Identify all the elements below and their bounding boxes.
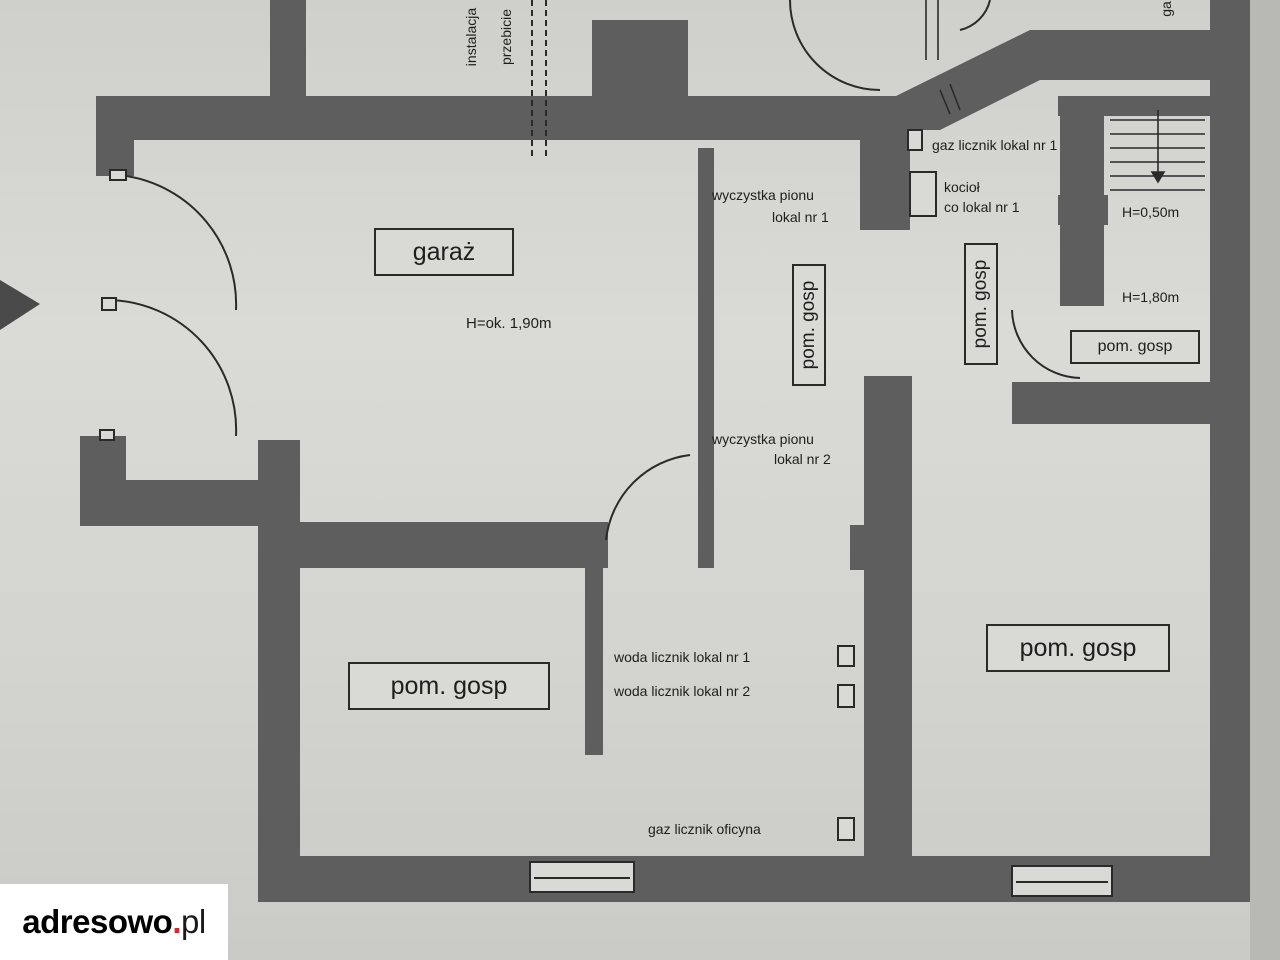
wall-right-outer bbox=[1210, 0, 1250, 860]
door-small-room bbox=[1011, 309, 1081, 379]
room-label-pom-gosp-right: pom. gosp bbox=[986, 624, 1170, 672]
wall-right-room-top bbox=[1012, 382, 1212, 424]
gas-meter-box-1 bbox=[907, 129, 923, 151]
wall-stair-top bbox=[1058, 96, 1218, 116]
wall-central bbox=[864, 376, 912, 856]
wall-west-lower bbox=[258, 440, 300, 860]
logo-name: adresowo bbox=[22, 903, 173, 940]
door-garage-lower bbox=[109, 299, 238, 437]
room-label-pom-gosp-corridor-1: pom. gosp bbox=[792, 264, 826, 386]
label-top-right: ga bbox=[1157, 1, 1174, 17]
door-top bbox=[789, 0, 881, 91]
door-top-right bbox=[959, 0, 991, 31]
wall-inner-partition bbox=[585, 560, 603, 755]
wall-top-main bbox=[96, 96, 896, 140]
room-label-pom-gosp-corridor-2: pom. gosp bbox=[964, 243, 998, 365]
annotation-woda-licznik-2: woda licznik lokal nr 2 bbox=[614, 683, 751, 699]
wall-left-bottom bbox=[80, 480, 258, 526]
gas-meter-box-oficyna bbox=[837, 817, 855, 841]
water-meter-box-2 bbox=[837, 684, 855, 708]
logo-dot: . bbox=[172, 903, 182, 940]
wall-mid-horizontal bbox=[258, 522, 608, 568]
label-przebicie: przebicie bbox=[498, 8, 515, 66]
annotation-height-stairs: H=0,50m bbox=[1122, 204, 1180, 220]
pipe-installation bbox=[531, 0, 547, 160]
annotation-kociol-2: co lokal nr 1 bbox=[944, 199, 1020, 215]
page-edge-shadow bbox=[1250, 0, 1280, 960]
boiler-box bbox=[909, 171, 937, 217]
doors bbox=[109, 0, 1081, 541]
wall-left-upper bbox=[96, 96, 134, 176]
entrance-arrow bbox=[0, 280, 40, 330]
label-instalacja: instalacja bbox=[463, 7, 480, 67]
annotation-wyczystka-1b: lokal nr 1 bbox=[772, 209, 829, 225]
wall-diagonal bbox=[896, 30, 1220, 130]
wall-corridor-thin bbox=[698, 148, 714, 568]
annotation-gaz-licznik-lokal-1: gaz licznik lokal nr 1 bbox=[932, 137, 1058, 153]
door-corridor bbox=[605, 454, 691, 541]
annotation-wyczystka-2b: lokal nr 2 bbox=[774, 451, 831, 467]
room-label-pom-gosp-small: pom. gosp bbox=[1070, 330, 1200, 364]
wall-top-stub-1 bbox=[270, 0, 306, 100]
annotation-woda-licznik-1: woda licznik lokal nr 1 bbox=[614, 649, 751, 665]
annotation-height-small: H=1,80m bbox=[1122, 289, 1180, 305]
annotation-gaz-licznik-oficyna: gaz licznik oficyna bbox=[648, 821, 761, 837]
room-label-garaz: garaż bbox=[374, 228, 514, 276]
annotation-wyczystka-1a: wyczystka pionu bbox=[712, 187, 814, 203]
room-label-pom-gosp-left: pom. gosp bbox=[348, 662, 550, 710]
door-garage-upper bbox=[125, 175, 238, 311]
adresowo-logo: adresowo.pl bbox=[0, 884, 228, 960]
meter-boxes bbox=[99, 129, 937, 841]
annotation-kociol-1: kocioł bbox=[944, 179, 980, 195]
windows bbox=[529, 861, 1113, 897]
annotation-wyczystka-2a: wyczystka pionu bbox=[712, 431, 814, 447]
logo-tld: pl bbox=[181, 903, 206, 940]
water-meter-box-1 bbox=[837, 645, 855, 667]
wall-central-jog bbox=[850, 525, 880, 570]
walls bbox=[80, 0, 1250, 902]
wall-stair-mid bbox=[1058, 195, 1108, 225]
garage-height: H=ok. 1,90m bbox=[466, 315, 552, 332]
stairs bbox=[925, 0, 1205, 191]
